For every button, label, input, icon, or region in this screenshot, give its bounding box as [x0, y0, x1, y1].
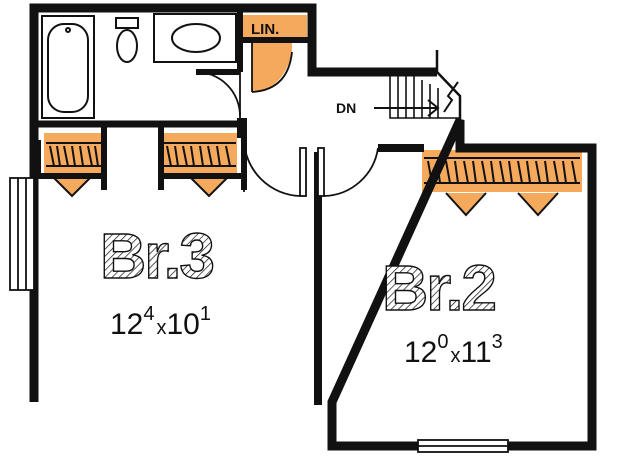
room-name-br2: Br.2	[382, 252, 495, 324]
linen-door-icon	[251, 42, 293, 93]
door-swing-icon	[195, 71, 241, 118]
dim-a: 12	[110, 308, 143, 341]
dim-a: 12	[404, 336, 437, 369]
bath-wall	[196, 8, 312, 138]
linen-label: LIN.	[251, 21, 279, 38]
bedroom-doors	[243, 139, 379, 197]
window-br2-icon	[417, 439, 509, 453]
stair-icon	[389, 50, 462, 120]
closet-walls	[34, 118, 247, 190]
dim-b-sup: 1	[200, 303, 211, 325]
dim-a-sup: 4	[143, 303, 154, 325]
room-dims-br2: 120x113	[404, 331, 503, 369]
linen-door-fill	[252, 42, 292, 92]
closet-door-outlines	[51, 175, 559, 217]
dim-b-sup: 3	[492, 331, 503, 353]
dim-x: x	[157, 317, 167, 339]
stair-arrow-icon	[374, 99, 440, 117]
room-name-br3: Br.3	[100, 220, 213, 292]
toilet-icon	[115, 17, 139, 63]
dim-b: 11	[461, 336, 492, 369]
stair-down-label: DN	[336, 100, 356, 116]
window-icon	[9, 177, 35, 291]
closet-hangers	[49, 145, 577, 184]
sink-icon	[153, 13, 237, 63]
closet-br3-right-fill	[161, 133, 237, 175]
linen-closet-fill	[243, 15, 307, 40]
bathtub-icon	[41, 15, 95, 119]
dim-x: x	[451, 345, 461, 367]
closet-br3-right-door-fill	[189, 176, 229, 196]
dim-a-sup: 0	[437, 331, 448, 353]
closet-br2-door-left-fill	[446, 193, 486, 215]
closet-br2-door-right-fill	[518, 193, 558, 215]
closet-br3-left-door-fill	[52, 176, 92, 196]
dim-b: 10	[167, 308, 200, 341]
room-dims-br3: 124x101	[110, 303, 211, 341]
walls	[29, 3, 597, 451]
exterior-wall	[29, 3, 597, 451]
